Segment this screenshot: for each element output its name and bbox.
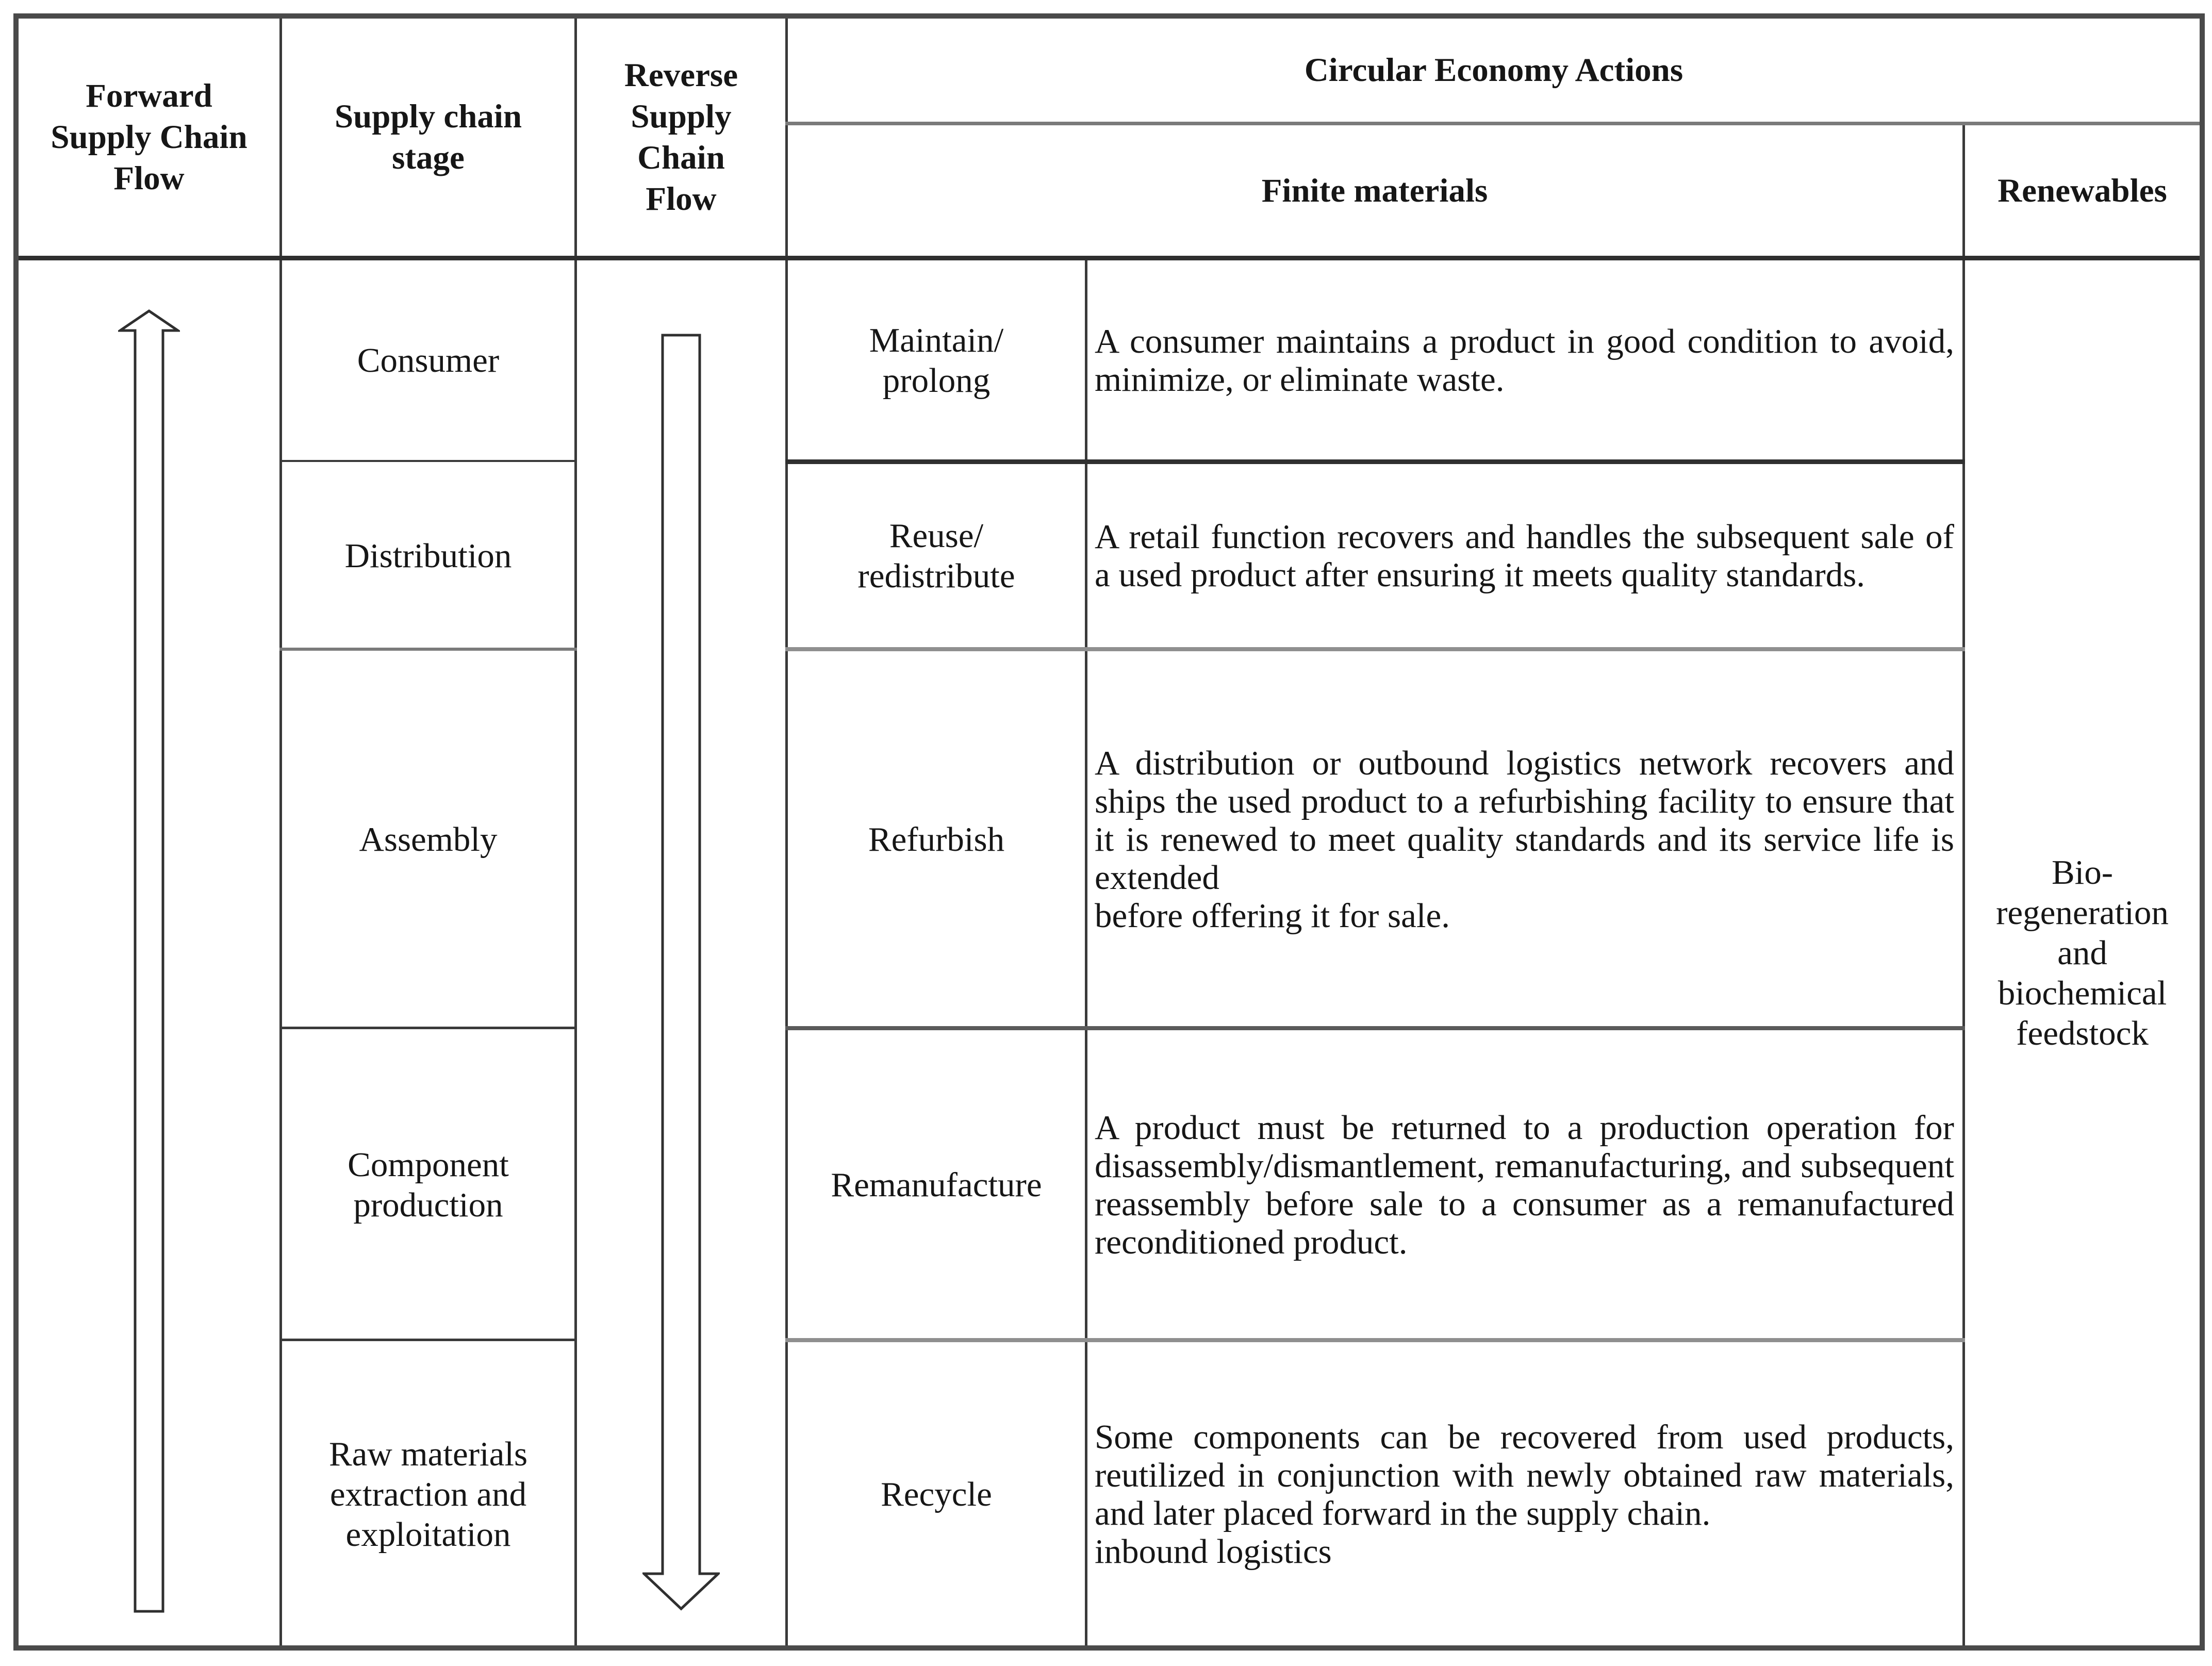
header-finite-materials: Finite materials	[1261, 172, 1488, 209]
row-divider	[785, 1338, 1965, 1342]
description-remanufacture: A product must be returned to a producti…	[1087, 1031, 1962, 1339]
column-divider	[279, 19, 282, 1645]
row-divider	[279, 1027, 577, 1029]
row-divider	[785, 1026, 1965, 1030]
column-divider	[1085, 256, 1087, 1645]
column-divider	[785, 19, 788, 1645]
action-refurbish: Refurbish	[868, 820, 1005, 859]
header-circular-economy-actions: Circular Economy Actions	[1304, 52, 1683, 89]
description-text: A retail function recovers and handles t…	[1095, 518, 1954, 594]
row-divider	[279, 648, 577, 651]
action-reuse-redistribute: Reuse/ redistribute	[857, 517, 1015, 595]
description-refurbish: A distribution or outbound logistics net…	[1087, 652, 1962, 1027]
actions-subheader-divider	[785, 122, 2200, 125]
forward-flow-cell	[19, 260, 279, 1645]
up-arrow-icon	[118, 309, 180, 1613]
header-forward-supply-chain-flow: Forward Supply Chain Flow	[51, 77, 247, 197]
header-supply-chain-stage: Supply chain stage	[334, 98, 522, 176]
description-text: A consumer maintains a product in good c…	[1095, 322, 1954, 399]
reverse-flow-cell	[577, 260, 785, 1645]
stage-consumer: Consumer	[357, 341, 500, 380]
stage-raw-materials: Raw materials extraction and exploitatio…	[328, 1434, 528, 1554]
action-remanufacture: Remanufacture	[831, 1165, 1042, 1204]
stage-distribution: Distribution	[344, 537, 512, 575]
description-text: A product must be returned to a producti…	[1095, 1108, 1954, 1261]
action-maintain-prolong: Maintain/ prolong	[869, 321, 1004, 400]
renewables-bio-regeneration-cell: Bio- regeneration and biochemical feedst…	[1996, 853, 2169, 1052]
row-divider	[785, 459, 1965, 464]
down-arrow-icon	[642, 334, 720, 1611]
description-recycle: Some components can be recovered from us…	[1087, 1343, 1962, 1645]
description-text: Some components can be recovered from us…	[1095, 1417, 1954, 1571]
stage-component-production: Component production	[348, 1145, 509, 1224]
action-recycle: Recycle	[881, 1475, 992, 1513]
description-maintain-prolong: A consumer maintains a product in good c…	[1087, 260, 1962, 460]
row-divider	[785, 647, 1965, 651]
row-divider	[279, 460, 577, 462]
column-divider	[1962, 122, 1965, 1645]
description-reuse-redistribute: A retail function recovers and handles t…	[1087, 464, 1962, 648]
row-divider	[279, 1339, 577, 1341]
header-bottom-divider	[19, 256, 2200, 260]
stage-assembly: Assembly	[359, 820, 498, 859]
header-renewables: Renewables	[1998, 172, 2167, 209]
table-grid: Forward Supply Chain Flow Supply chain s…	[13, 13, 2205, 1651]
header-reverse-supply-chain-flow: Reverse Supply Chain Flow	[624, 57, 738, 218]
description-text: A distribution or outbound logistics net…	[1095, 744, 1954, 935]
column-divider	[574, 19, 577, 1645]
